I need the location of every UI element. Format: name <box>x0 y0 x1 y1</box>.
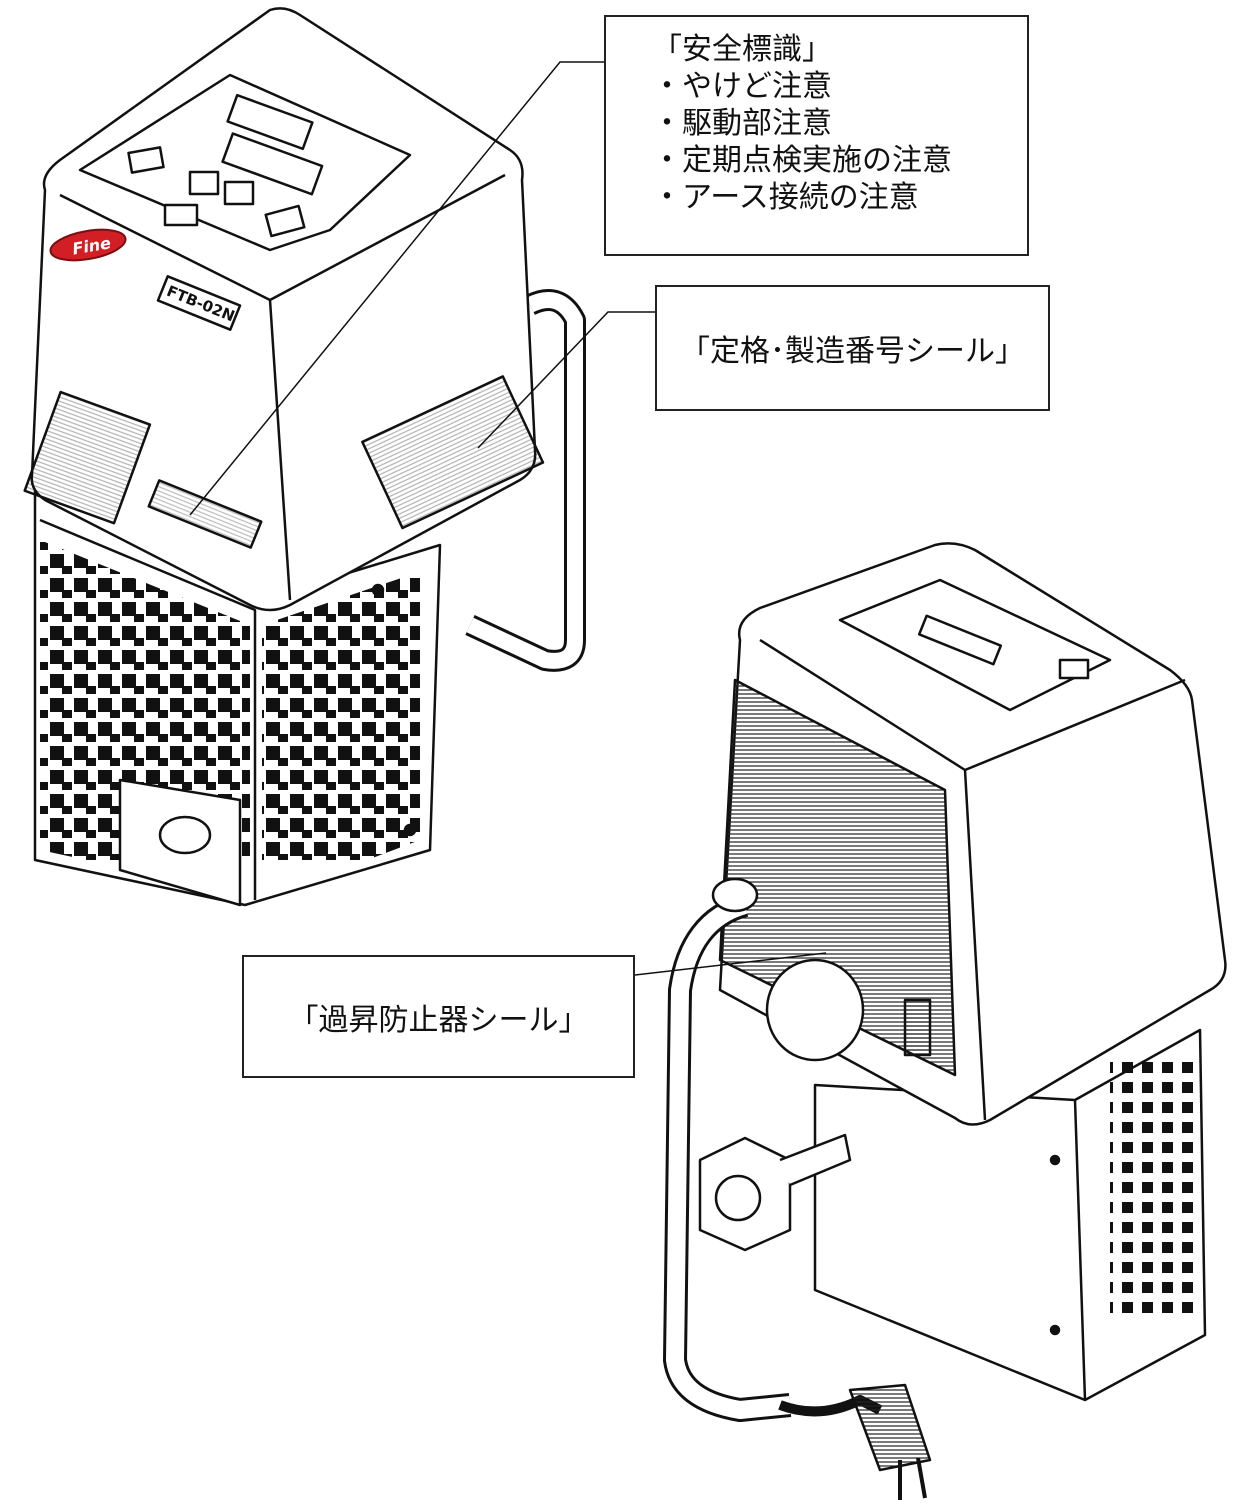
safety-sign-sticker <box>147 479 263 549</box>
safety-leader-line <box>189 61 604 516</box>
leader-lines <box>189 61 827 976</box>
left-warning-sticker <box>23 390 152 525</box>
front-unit-illustration <box>23 7 586 907</box>
rating-serial-callout: 「定格･製造番号シール」 <box>655 285 1050 411</box>
brand-badge <box>49 228 127 262</box>
rear-unit-illustration <box>663 542 1227 1500</box>
safety-item-inspection: ・定期点検実施の注意 <box>652 143 952 178</box>
overheat-leader-line <box>634 952 827 976</box>
safety-signs-callout: 「安全標識」 ・やけど注意 ・駆動部注意 ・定期点検実施の注意 ・アース接続の注… <box>604 15 1029 256</box>
safety-item-burn: ・やけど注意 <box>652 69 832 104</box>
rating-leader-line <box>477 311 655 449</box>
safety-item-grounding: ・アース接続の注意 <box>652 180 919 215</box>
safety-item-moving-parts: ・駆動部注意 <box>652 106 832 141</box>
rating-callout-label: 「定格･製造番号シール」 <box>680 334 1025 369</box>
rear-grill <box>1110 1060 1200 1320</box>
rating-sticker <box>361 375 545 530</box>
overheat-callout-label: 「過昇防止器シール」 <box>288 1002 589 1038</box>
safety-callout-title: 「安全標識」 <box>652 32 832 67</box>
overheat-protector-callout: 「過昇防止器シール」 <box>242 955 635 1078</box>
